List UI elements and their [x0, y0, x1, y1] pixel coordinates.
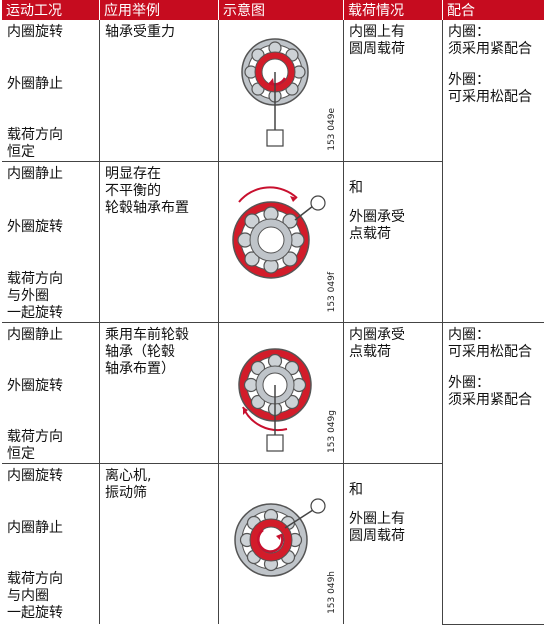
load-text: 圆周载荷 — [349, 528, 405, 544]
fit-cell: 内圈： 可采用松配合 外圈： 须采用紧配合 — [442, 322, 544, 625]
header-fit: 配合 — [442, 0, 544, 20]
bearing-diagram-outer-rotating-constant — [238, 348, 312, 452]
diagram-cell: 153 049h — [218, 463, 344, 624]
bearing-diagram-inner-rotating — [241, 38, 309, 147]
fit-outer-text: 须采用紧配合 — [448, 392, 532, 408]
motion-text: 内圈静止 — [7, 327, 63, 343]
table-row: 内圈静止 外圈旋转 载荷方向恒定 乘用车前轮毂轴承（轮毂轴承布置） — [2, 322, 544, 625]
fit-outer-label: 外圈： — [448, 375, 490, 391]
motion-text: 与内圈 — [7, 588, 49, 604]
motion-text: 内圈静止 — [7, 166, 63, 182]
fit-outer-label: 外圈： — [448, 72, 490, 88]
motion-text: 外圈旋转 — [7, 378, 63, 394]
diagram-cell: 153 049e — [218, 20, 344, 162]
load-text: 外圈上有 — [349, 511, 405, 527]
load-text: 外圈承受 — [349, 209, 405, 225]
fit-cell: 内圈： 须采用紧配合 外圈： 可采用松配合 — [442, 20, 544, 323]
motion-text: 内圈旋转 — [7, 468, 63, 484]
load-text: 和 — [349, 180, 363, 196]
motion-text: 载荷方向 — [7, 571, 63, 587]
example-text: 乘用车前轮毂 — [105, 327, 189, 343]
fit-outer-text: 可采用松配合 — [448, 89, 532, 105]
figure-id: 153 049f — [327, 271, 337, 312]
header-row: 运动工况 应用举例 示意图 载荷情况 配合 — [2, 0, 544, 20]
fit-inner-label: 内圈： — [448, 327, 490, 343]
header-example: 应用举例 — [99, 0, 219, 20]
header-motion: 运动工况 — [2, 0, 100, 20]
example-text: 轮毂轴承布置 — [105, 200, 189, 216]
motion-text: 外圈旋转 — [7, 218, 63, 235]
motion-cell: 内圈旋转 内圈静止 载荷方向与内圈一起旋转 — [2, 463, 100, 624]
example-text: 明显存在 — [105, 166, 161, 182]
load-cell: 和 外圈上有 圆周载荷 — [343, 463, 443, 624]
table-row: 内圈旋转 内圈静止 载荷方向与内圈一起旋转 离心机,振动筛 — [2, 463, 544, 624]
example-text: 不平衡的 — [105, 183, 161, 199]
motion-cell: 内圈旋转 外圈静止 载荷方向恒定 — [2, 20, 100, 162]
motion-text: 一起旋转 — [7, 305, 63, 321]
motion-text: 外圈静止 — [7, 75, 63, 92]
example-text: 轴承受重力 — [105, 24, 175, 40]
load-text: 点载荷 — [349, 226, 391, 242]
figure-id: 153 049e — [327, 108, 337, 151]
load-cell: 内圈承受点载荷 — [343, 322, 443, 464]
motion-text: 恒定 — [7, 144, 35, 160]
motion-text: 载荷方向 — [7, 271, 63, 287]
load-cell: 内圈上有圆周载荷 — [343, 20, 443, 162]
example-text: 轴承（轮毂 — [105, 344, 175, 360]
example-cell: 离心机,振动筛 — [99, 463, 219, 624]
figure-id: 153 049g — [327, 410, 337, 453]
example-cell: 轴承受重力 — [99, 20, 219, 162]
diagram-cell: 153 049f — [218, 161, 344, 323]
motion-text: 载荷方向 — [7, 429, 63, 445]
fit-inner-label: 内圈： — [448, 24, 490, 40]
example-text: 轴承布置） — [105, 361, 175, 377]
figure-id: 153 049h — [327, 571, 337, 614]
load-text: 和 — [349, 482, 363, 498]
load-text: 内圈承受 — [349, 327, 405, 343]
motion-text: 与外圈 — [7, 288, 49, 304]
load-text: 圆周载荷 — [349, 41, 405, 57]
table-row: 内圈旋转 外圈静止 载荷方向恒定 轴承受重力 — [2, 20, 544, 323]
header-diagram: 示意图 — [218, 0, 344, 20]
example-cell: 明显存在不平衡的轮毂轴承布置 — [99, 161, 219, 323]
motion-cell: 内圈静止 外圈旋转 载荷方向恒定 — [2, 322, 100, 464]
motion-cell: 内圈静止 外圈旋转 载荷方向与外圈一起旋转 — [2, 161, 100, 323]
bearing-diagram-outer-rotating — [232, 186, 326, 279]
motion-text: 载荷方向 — [7, 127, 63, 143]
load-text: 内圈上有 — [349, 24, 405, 40]
fit-inner-text: 可采用松配合 — [448, 344, 532, 360]
bearing-diagram-inner-rotating-load — [234, 498, 326, 577]
load-text: 点载荷 — [349, 344, 391, 360]
motion-text: 恒定 — [7, 446, 35, 462]
table-row: 内圈静止 外圈旋转 载荷方向与外圈一起旋转 明显存在不平衡的轮毂轴承布置 — [2, 161, 544, 323]
header-load: 载荷情况 — [343, 0, 443, 20]
motion-text: 一起旋转 — [7, 605, 63, 621]
example-text: 离心机, — [105, 468, 152, 484]
motion-text: 内圈静止 — [7, 519, 63, 536]
diagram-cell: 153 049g — [218, 322, 344, 464]
example-text: 振动筛 — [105, 485, 147, 501]
example-cell: 乘用车前轮毂轴承（轮毂轴承布置） — [99, 322, 219, 464]
fit-inner-text: 须采用紧配合 — [448, 41, 532, 57]
load-cell: 和 外圈承受 点载荷 — [343, 161, 443, 323]
motion-text: 内圈旋转 — [7, 24, 63, 40]
